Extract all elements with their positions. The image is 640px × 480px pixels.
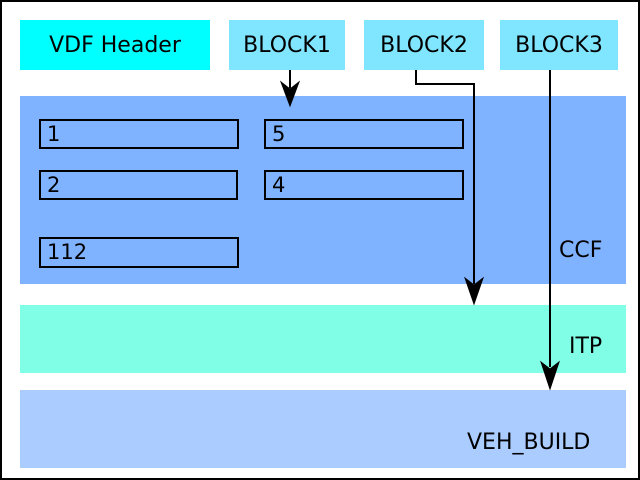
ccf-slot-112: 112: [39, 237, 239, 268]
block2-box: BLOCK2: [364, 20, 484, 70]
ccf-slot-5: 5: [264, 119, 464, 149]
block1-box: BLOCK1: [229, 20, 345, 70]
block3-box: BLOCK3: [500, 20, 618, 70]
block1-label: BLOCK1: [243, 32, 331, 58]
vdf-header-box: VDF Header: [20, 20, 210, 70]
ccf-band: 1 5 2 4 112 CCF: [20, 96, 626, 284]
veh-build-label: VEH_BUILD: [467, 430, 591, 455]
ccf-slot-1: 1: [39, 119, 239, 149]
block3-label: BLOCK3: [515, 32, 603, 58]
itp-band: ITP: [20, 305, 626, 373]
veh-build-band: VEH_BUILD: [20, 390, 626, 468]
ccf-slot-4: 4: [264, 170, 464, 200]
itp-label: ITP: [569, 334, 603, 359]
ccf-label: CCF: [559, 238, 603, 263]
vdf-header-label: VDF Header: [49, 32, 181, 58]
block2-label: BLOCK2: [380, 32, 468, 58]
ccf-slot-2: 2: [39, 170, 238, 200]
